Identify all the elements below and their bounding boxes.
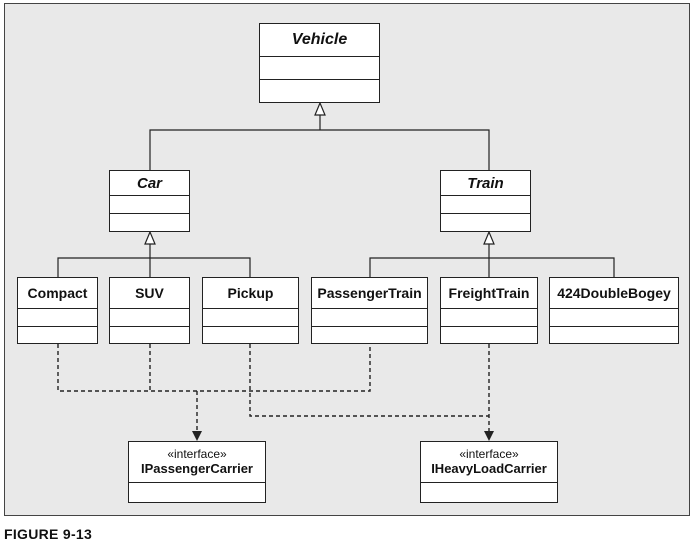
class-car-operations <box>110 213 189 231</box>
interface-stereotype: «interface» <box>459 447 519 461</box>
interface-passenger-carrier-operations <box>129 483 265 502</box>
class-424-double-bogey-attributes <box>550 309 678 326</box>
arrowhead-heavy-load-carrier <box>484 431 494 441</box>
class-passenger-train-operations <box>312 325 427 344</box>
class-vehicle-attributes <box>260 57 379 79</box>
interface-passenger-carrier-name: IPassengerCarrier <box>140 461 253 476</box>
interface-heavy-load-carrier-operations <box>421 483 557 502</box>
realization-heavy-load-carrier <box>249 344 490 436</box>
class-pickup-operations <box>203 325 298 344</box>
class-passenger-train-name: PassengerTrain <box>312 278 427 309</box>
class-compact: Compact <box>17 277 98 344</box>
generalization-car <box>57 230 251 277</box>
class-compact-name: Compact <box>18 278 97 309</box>
interface-stereotype: «interface» <box>167 447 227 461</box>
class-suv-name: SUV <box>110 278 189 309</box>
class-pickup-attributes <box>203 309 298 326</box>
interface-passenger-carrier-header: «interface» IPassengerCarrier <box>129 442 265 483</box>
realization-passenger-carrier <box>57 344 371 436</box>
class-compact-attributes <box>18 309 97 326</box>
class-pickup-name: Pickup <box>203 278 298 309</box>
class-car: Car <box>109 170 190 232</box>
class-train: Train <box>440 170 531 232</box>
class-freight-train-name: FreightTrain <box>441 278 537 309</box>
interface-passenger-carrier: «interface» IPassengerCarrier <box>128 441 266 503</box>
class-car-attributes <box>110 196 189 213</box>
class-vehicle: Vehicle <box>259 23 380 103</box>
class-pickup: Pickup <box>202 277 299 344</box>
class-suv-operations <box>110 325 189 344</box>
interface-heavy-load-carrier-header: «interface» IHeavyLoadCarrier <box>421 442 557 483</box>
class-train-attributes <box>441 196 530 213</box>
class-suv-attributes <box>110 309 189 326</box>
class-vehicle-operations <box>260 79 379 102</box>
class-424-double-bogey-operations <box>550 325 678 344</box>
class-vehicle-name: Vehicle <box>260 24 379 57</box>
class-compact-operations <box>18 325 97 344</box>
class-freight-train-operations <box>441 325 537 344</box>
interface-heavy-load-carrier-name: IHeavyLoadCarrier <box>431 461 547 476</box>
figure-caption: FIGURE 9-13 <box>4 526 93 542</box>
class-freight-train: FreightTrain <box>440 277 538 344</box>
generalization-train <box>369 230 615 277</box>
class-424-double-bogey: 424DoubleBogey <box>549 277 679 344</box>
class-passenger-train: PassengerTrain <box>311 277 428 344</box>
interface-heavy-load-carrier: «interface» IHeavyLoadCarrier <box>420 441 558 503</box>
class-car-name: Car <box>110 171 189 196</box>
class-424-double-bogey-name: 424DoubleBogey <box>550 278 678 309</box>
class-train-name: Train <box>441 171 530 196</box>
generalization-vehicle <box>149 101 490 170</box>
class-suv: SUV <box>109 277 190 344</box>
arrowhead-passenger-carrier <box>192 431 202 441</box>
class-passenger-train-attributes <box>312 309 427 326</box>
class-freight-train-attributes <box>441 309 537 326</box>
class-train-operations <box>441 213 530 231</box>
